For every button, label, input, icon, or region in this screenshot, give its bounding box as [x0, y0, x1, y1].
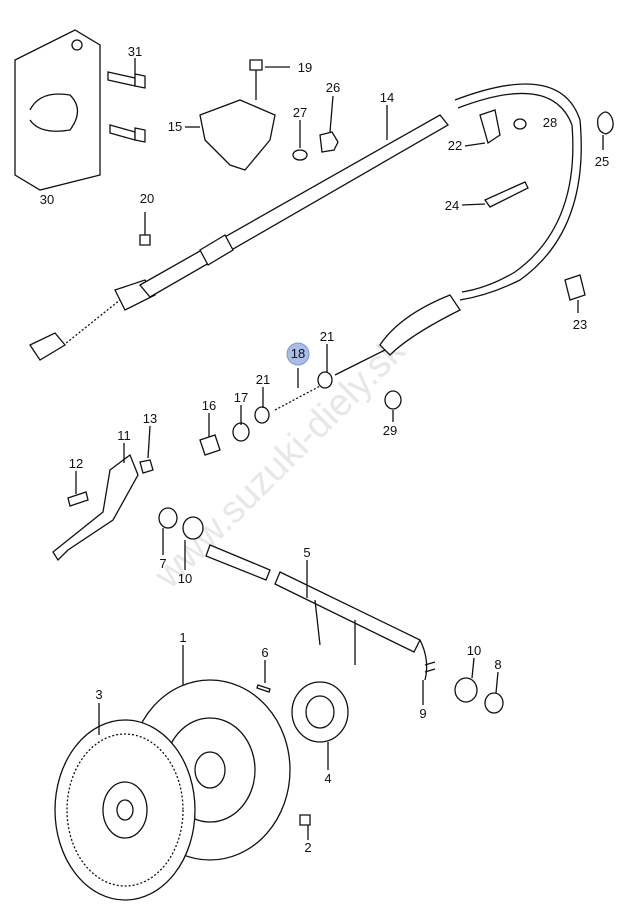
part-29-bushing[interactable] — [384, 390, 402, 410]
part-23-clip[interactable] — [564, 274, 586, 301]
label-9[interactable]: 9 — [419, 706, 426, 721]
part-4-release-bearing[interactable] — [291, 681, 349, 770]
part-10-bushing-2[interactable] — [454, 677, 478, 703]
part-25-clip[interactable] — [597, 111, 614, 135]
part-27-washer[interactable] — [292, 149, 308, 161]
selected-part-highlight — [286, 342, 310, 366]
label-3[interactable]: 3 — [95, 687, 102, 702]
part-12-bolt[interactable] — [67, 491, 89, 507]
label-4[interactable]: 4 — [324, 771, 331, 786]
part-10-bushing[interactable] — [182, 516, 204, 540]
part-20-bolt[interactable] — [139, 212, 151, 246]
part-18-spring[interactable] — [274, 384, 323, 411]
label-23[interactable]: 23 — [573, 317, 587, 332]
label-5[interactable]: 5 — [303, 545, 310, 560]
label-28[interactable]: 28 — [543, 115, 557, 130]
part-21-washer[interactable] — [254, 406, 270, 424]
label-2[interactable]: 2 — [304, 840, 311, 855]
part-21-washer-2[interactable] — [317, 371, 333, 389]
label-20[interactable]: 20 — [140, 191, 154, 206]
label-25[interactable]: 25 — [595, 154, 609, 169]
watermark: www.suzuki-diely.sk — [146, 329, 414, 597]
label-16[interactable]: 16 — [202, 398, 216, 413]
part-15-bracket[interactable] — [185, 59, 290, 171]
label-21[interactable]: 21 — [320, 329, 334, 344]
part-28-washer[interactable] — [513, 118, 527, 130]
part-30-bracket[interactable] — [14, 29, 101, 191]
label-29[interactable]: 29 — [383, 423, 397, 438]
label-13[interactable]: 13 — [143, 411, 157, 426]
label-21[interactable]: 21 — [256, 372, 270, 387]
label-10[interactable]: 10 — [467, 643, 481, 658]
part-17-bushing[interactable] — [232, 422, 250, 442]
part-3-clutch-disc[interactable] — [54, 703, 196, 901]
part-14-clutch-cable[interactable] — [29, 83, 582, 376]
label-6[interactable]: 6 — [261, 645, 268, 660]
part-11-lever[interactable] — [52, 453, 139, 562]
label-8[interactable]: 8 — [494, 657, 501, 672]
label-15[interactable]: 15 — [168, 119, 182, 134]
part-9-spring[interactable] — [419, 639, 436, 681]
label-1[interactable]: 1 — [179, 630, 186, 645]
label-22[interactable]: 22 — [448, 138, 462, 153]
part-26-nut[interactable] — [319, 131, 339, 153]
label-7[interactable]: 7 — [159, 556, 166, 571]
part-2-bolt[interactable] — [299, 814, 311, 826]
label-17[interactable]: 17 — [234, 390, 248, 405]
part-6-pin[interactable] — [256, 684, 271, 693]
part-5-release-shaft[interactable] — [205, 544, 421, 665]
label-26[interactable]: 26 — [326, 80, 340, 95]
part-24-cable-tie[interactable] — [484, 181, 529, 208]
part-8-seal[interactable] — [484, 692, 504, 714]
label-31[interactable]: 31 — [128, 44, 142, 59]
label-30[interactable]: 30 — [40, 192, 54, 207]
label-11[interactable]: 11 — [117, 428, 131, 443]
part-31-bolts[interactable] — [107, 58, 146, 143]
label-12[interactable]: 12 — [69, 456, 83, 471]
label-14[interactable]: 14 — [380, 90, 394, 105]
label-27[interactable]: 27 — [293, 105, 307, 120]
label-19[interactable]: 19 — [298, 60, 312, 75]
part-16-nut[interactable] — [199, 434, 221, 456]
label-18[interactable]: 18 — [291, 346, 305, 361]
part-22-clip[interactable] — [479, 109, 501, 145]
part-13-nut[interactable] — [139, 459, 154, 474]
label-10[interactable]: 10 — [178, 571, 192, 586]
part-labels: 31 19 26 14 27 28 15 22 25 30 20 24 23 2… — [40, 44, 609, 855]
label-24[interactable]: 24 — [445, 198, 459, 213]
part-7-seal[interactable] — [158, 507, 178, 529]
